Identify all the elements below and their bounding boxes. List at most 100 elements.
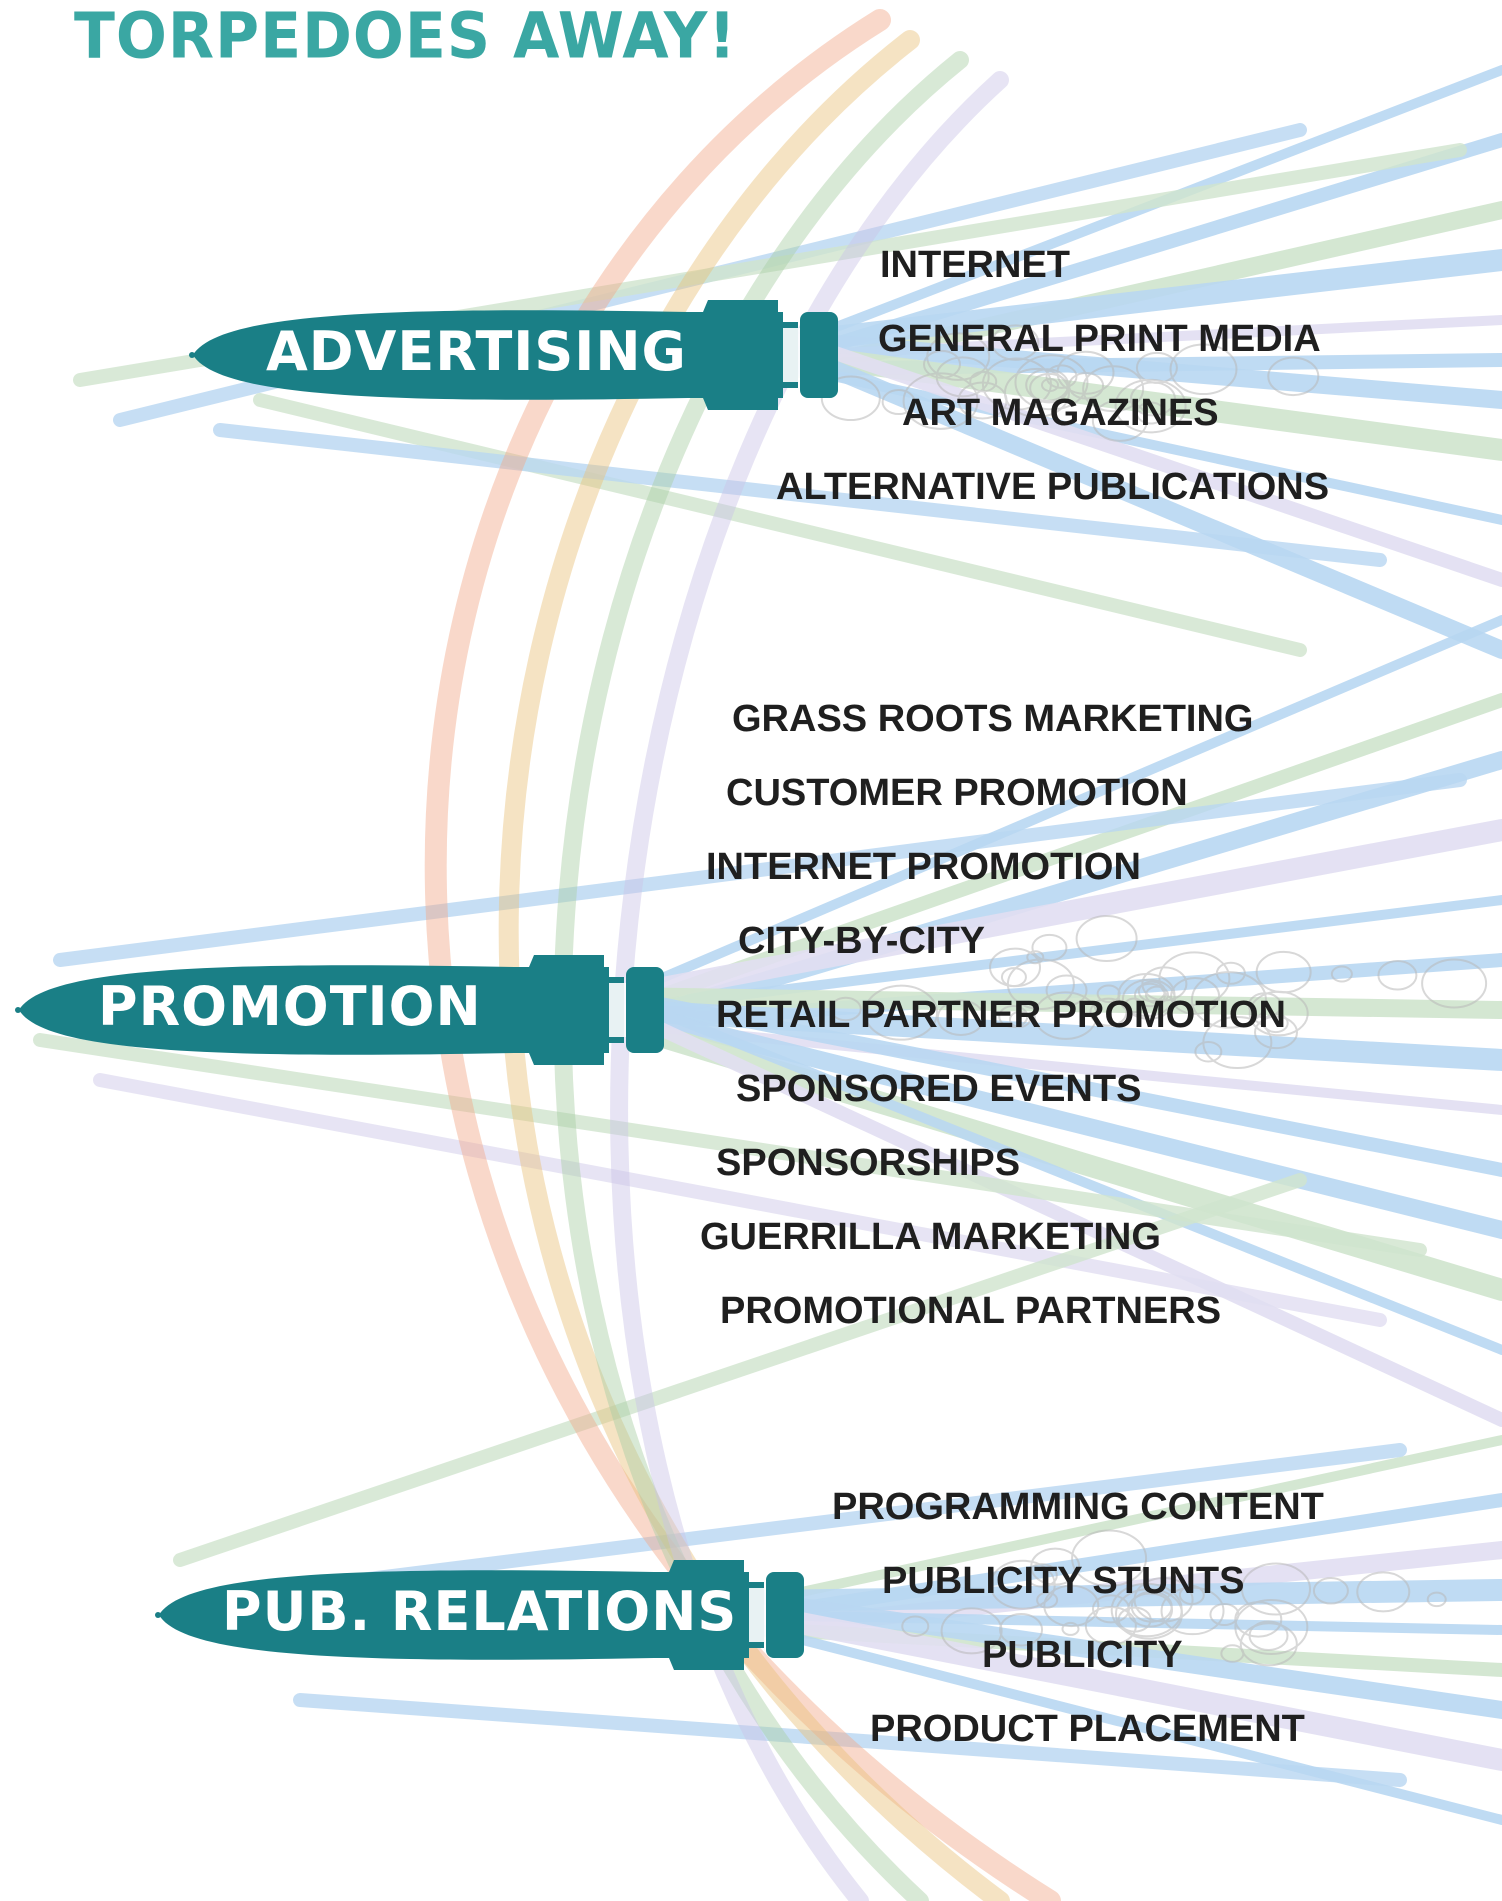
streak-line xyxy=(795,65,1502,346)
list-item: CITY-BY-CITY xyxy=(738,920,986,962)
bubble xyxy=(1084,1606,1137,1646)
streak-line xyxy=(749,1604,1502,1771)
streak-line xyxy=(609,999,1502,1071)
bubble xyxy=(1014,354,1089,411)
bubble xyxy=(1312,1577,1349,1605)
streak-line xyxy=(755,1610,1502,1635)
bubble xyxy=(1255,950,1312,994)
bubble xyxy=(1091,399,1148,442)
bubble xyxy=(1239,1622,1298,1667)
bubble xyxy=(829,996,862,1022)
streak-line xyxy=(615,1019,1502,1115)
bubble xyxy=(1135,401,1166,425)
bubble xyxy=(998,1004,1029,1028)
streak-line xyxy=(791,346,1502,659)
bubble xyxy=(940,1607,1003,1655)
streak-line xyxy=(755,1435,1502,1606)
bubble xyxy=(1000,967,1027,988)
streak-line xyxy=(611,1001,1502,1239)
bubble xyxy=(1133,1577,1194,1623)
bubble xyxy=(902,372,979,430)
bubble xyxy=(1114,1588,1183,1640)
torpedo-icon xyxy=(189,300,838,410)
streak-line xyxy=(753,1493,1502,1622)
streak-line xyxy=(615,895,1502,1015)
bubble xyxy=(991,324,1040,361)
bubble xyxy=(1089,997,1128,1027)
bubble xyxy=(999,1612,1044,1647)
streak-line xyxy=(793,353,1502,376)
bubble xyxy=(1071,1529,1148,1587)
bubble xyxy=(957,381,1008,420)
torpedo-pub-relations: PUB. RELATIONS xyxy=(154,1560,804,1670)
list-item: SPONSORED EVENTS xyxy=(736,1068,1142,1110)
streak-line xyxy=(753,1622,1502,1677)
bubble xyxy=(936,999,985,1036)
bubble xyxy=(1096,984,1121,1003)
bubble xyxy=(1426,1591,1447,1608)
bubble xyxy=(1025,1563,1058,1588)
list-item: INTERNET PROMOTION xyxy=(706,846,1141,888)
bubble xyxy=(1169,343,1238,396)
streak-line xyxy=(791,332,1502,409)
bubble xyxy=(1170,977,1221,1016)
streak-line xyxy=(795,364,1502,525)
bubble xyxy=(1114,378,1187,434)
torpedo-icon xyxy=(15,955,664,1065)
streak-line xyxy=(611,751,1502,1033)
bubble xyxy=(1130,1590,1173,1623)
bubble xyxy=(1043,1584,1100,1628)
list-item: PRODUCT PLACEMENT xyxy=(870,1708,1305,1750)
list-item: PUBLICITY STUNTS xyxy=(882,1560,1245,1602)
streak-line xyxy=(791,201,1502,378)
streak-line xyxy=(253,393,1307,657)
bubble xyxy=(1356,1571,1411,1613)
streak-line xyxy=(613,693,1502,1017)
streak-line xyxy=(755,1624,1502,1825)
streak-line xyxy=(613,989,1502,1177)
list-item: PROMOTIONAL PARTNERS xyxy=(720,1290,1222,1332)
bubble xyxy=(923,349,962,379)
list-item: INTERNET xyxy=(880,244,1070,286)
bubble xyxy=(1241,1562,1312,1616)
group-label-pub-relations: PUB. RELATIONS xyxy=(222,1580,738,1643)
bubble xyxy=(1247,992,1282,1019)
streak-line xyxy=(751,1541,1502,1638)
list-item: ART MAGAZINES xyxy=(902,392,1219,434)
streak-line xyxy=(213,423,1387,567)
bubble xyxy=(1267,356,1320,397)
streak-line xyxy=(615,615,1502,1001)
group-label-promotion: PROMOTION xyxy=(98,975,482,1038)
bubble xyxy=(1135,351,1178,384)
bubble xyxy=(901,1615,930,1637)
list-item: GRASS ROOTS MARKETING xyxy=(732,698,1254,740)
list-item: PROGRAMMING CONTENT xyxy=(832,1486,1324,1528)
bubble xyxy=(1029,372,1070,404)
bubble xyxy=(1045,364,1078,389)
bubble xyxy=(1234,1601,1283,1638)
streak-line xyxy=(93,1073,1387,1327)
list-item: CUSTOMER PROMOTION xyxy=(726,772,1188,814)
streak-line xyxy=(609,1013,1502,1301)
streak-line xyxy=(789,249,1502,352)
streak-line xyxy=(615,991,1502,1355)
bubble xyxy=(881,389,916,416)
bubble xyxy=(820,375,881,422)
bubble xyxy=(1254,1015,1298,1050)
bubble xyxy=(1045,974,1088,1007)
page-title: TORPEDOES AWAY! xyxy=(74,0,737,74)
bubble xyxy=(1008,1010,1031,1028)
torpedo-advertising: ADVERTISING xyxy=(188,300,838,410)
bubble xyxy=(1075,914,1138,962)
list-item: SPONSORSHIPS xyxy=(716,1142,1021,1184)
streak-line xyxy=(795,315,1502,360)
streak-line xyxy=(609,819,1502,1007)
bubble xyxy=(864,984,939,1041)
bubble xyxy=(1030,1547,1081,1586)
bubble xyxy=(1033,991,1098,1040)
list-item: GUERRILLA MARKETING xyxy=(700,1216,1161,1258)
bubble xyxy=(969,370,998,393)
list-item: PUBLICITY xyxy=(982,1634,1183,1676)
bubble xyxy=(1031,933,1068,962)
streak-line xyxy=(613,1003,1502,1427)
